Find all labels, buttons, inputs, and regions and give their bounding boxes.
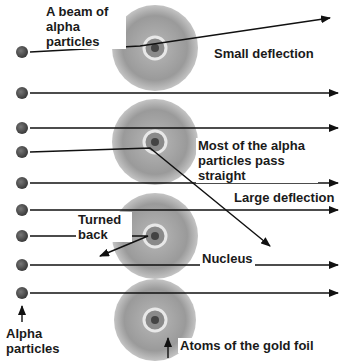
gold-foil-label: Atoms of the gold foil	[178, 338, 316, 353]
small-deflection-label: Small deflection	[212, 46, 316, 61]
alpha-paths	[22, 18, 338, 358]
nucleus-label: Nucleus	[200, 251, 255, 266]
beam-label: A beam of alpha particles	[44, 4, 126, 49]
nucleus-cores	[151, 44, 159, 324]
nuclei	[144, 37, 166, 331]
straight-label: Most of the alpha particles pass straigh…	[196, 138, 318, 183]
alpha-particles	[16, 46, 28, 299]
large-deflection-label: Large deflection	[232, 190, 336, 205]
turned-back-label: Turned back	[76, 212, 132, 242]
alpha-particles-label: Alpha particles	[4, 326, 78, 356]
